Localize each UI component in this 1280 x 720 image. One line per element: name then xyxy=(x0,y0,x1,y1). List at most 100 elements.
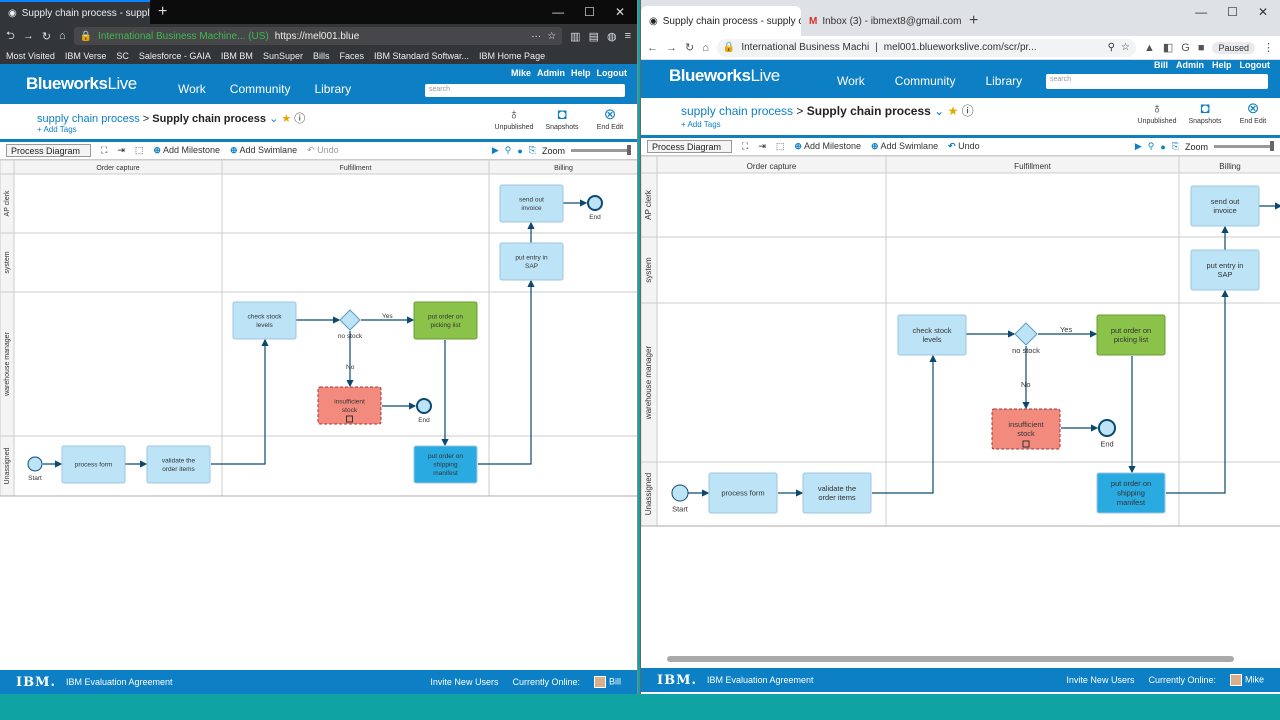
view-select[interactable]: Process Diagram xyxy=(6,144,91,157)
breadcrumb-parent[interactable]: supply chain process xyxy=(681,104,794,118)
select-tool-icon[interactable]: ⬚ xyxy=(134,145,144,155)
close-window-icon[interactable]: ✕ xyxy=(614,5,625,19)
unpublished-button[interactable]: ♁Unpublished xyxy=(494,106,534,131)
search-input[interactable]: search xyxy=(425,84,625,97)
snapshots-button[interactable]: ◘Snapshots xyxy=(1188,100,1222,125)
nav-library[interactable]: Library xyxy=(314,82,352,96)
library-icon[interactable]: ▥ xyxy=(570,30,581,43)
minimize-icon[interactable]: — xyxy=(552,5,565,19)
fit-icon[interactable]: ⛶ xyxy=(742,141,749,151)
end-edit-button[interactable]: ⊗End Edit xyxy=(596,106,624,131)
help-link[interactable]: Help xyxy=(1211,60,1232,70)
arrow-tool-icon[interactable]: ⇥ xyxy=(758,141,766,151)
fit-icon[interactable]: ⛶ xyxy=(101,145,108,155)
agreement-link[interactable]: IBM Evaluation Agreement xyxy=(707,675,814,685)
invite-link[interactable]: Invite New Users xyxy=(1066,675,1135,685)
play-icon[interactable]: ▶ xyxy=(491,145,499,155)
reload-icon[interactable]: ↻ xyxy=(41,30,52,43)
menu-icon[interactable]: ≡ xyxy=(624,30,631,42)
maximize-icon[interactable]: ☐ xyxy=(584,5,595,19)
help-link[interactable]: Help xyxy=(570,68,591,78)
bookmark-item[interactable]: Salesforce - GAIA xyxy=(138,51,211,61)
agreement-link[interactable]: IBM Evaluation Agreement xyxy=(66,677,173,687)
zoom-slider[interactable] xyxy=(1214,141,1274,151)
admin-link[interactable]: Admin xyxy=(536,68,565,78)
add-milestone-button[interactable]: ⊕ Add Milestone xyxy=(794,141,861,151)
menu-icon[interactable]: ⋮ xyxy=(1263,42,1274,54)
zoom-slider[interactable] xyxy=(571,145,631,155)
search-input[interactable]: search xyxy=(1046,74,1268,89)
bookmark-item[interactable]: IBM Standard Softwar... xyxy=(374,51,470,61)
horizontal-scrollbar[interactable] xyxy=(655,654,1274,664)
forward-icon[interactable]: → xyxy=(22,30,34,42)
add-tags-link[interactable]: + Add Tags xyxy=(37,125,77,134)
play-icon[interactable]: ▶ xyxy=(1134,141,1142,151)
unpublished-button[interactable]: ♁Unpublished xyxy=(1137,100,1177,125)
extension-icon[interactable]: ◧ xyxy=(1162,42,1174,54)
home-icon[interactable]: ⌂ xyxy=(59,30,66,42)
blueworks-logo[interactable]: BlueworksLive xyxy=(669,66,780,85)
end-edit-button[interactable]: ⊗End Edit xyxy=(1239,100,1267,125)
nav-library[interactable]: Library xyxy=(985,74,1023,88)
minimize-icon[interactable]: — xyxy=(1195,5,1208,19)
forward-icon[interactable]: → xyxy=(666,41,677,54)
arrow-tool-icon[interactable]: ⇥ xyxy=(117,145,125,155)
nav-work[interactable]: Work xyxy=(178,82,206,96)
drop-icon[interactable]: ● xyxy=(1160,141,1166,152)
invite-link[interactable]: Invite New Users xyxy=(430,677,499,687)
extension-icon[interactable]: ■ xyxy=(1197,41,1205,54)
favorite-star-icon[interactable]: ★ xyxy=(947,104,959,118)
magnifier-icon[interactable]: ⚲ xyxy=(504,145,512,155)
browser-tab-active[interactable]: ◉ Supply chain process - supply ch ✕ xyxy=(641,6,801,36)
account-icon[interactable]: ◍ xyxy=(606,30,617,43)
logout-link[interactable]: Logout xyxy=(596,68,628,78)
snapshots-button[interactable]: ◘Snapshots xyxy=(545,106,579,131)
bookmark-item[interactable]: Faces xyxy=(339,51,364,61)
user-name[interactable]: Mike xyxy=(510,68,531,78)
address-bar[interactable]: 🔒 International Business Machine... (US)… xyxy=(73,27,563,45)
online-user[interactable]: Mike xyxy=(1229,674,1264,686)
add-swimlane-button[interactable]: ⊕ Add Swimlane xyxy=(870,141,939,151)
online-user[interactable]: Bill xyxy=(593,676,621,688)
bookmark-item[interactable]: Most Visited xyxy=(6,51,55,61)
back-icon[interactable]: ⮌ xyxy=(6,29,15,42)
extension-icon[interactable]: ▲ xyxy=(1143,41,1155,54)
info-icon[interactable]: ⓘ xyxy=(961,104,974,118)
view-select[interactable]: Process Diagram xyxy=(647,140,732,153)
bookmark-star-icon[interactable]: ☆ xyxy=(547,30,557,42)
sidebar-icon[interactable]: ▤ xyxy=(588,30,599,43)
add-milestone-button[interactable]: ⊕ Add Milestone xyxy=(153,145,220,155)
chevron-down-icon[interactable]: ⌄ xyxy=(269,113,279,125)
bookmark-item[interactable]: IBM Verse xyxy=(64,51,107,61)
undo-button[interactable]: ↶ Undo xyxy=(948,141,980,151)
add-tags-link[interactable]: + Add Tags xyxy=(681,120,721,129)
reload-icon[interactable]: ↻ xyxy=(685,42,695,54)
back-icon[interactable]: ← xyxy=(647,41,658,54)
bookmark-item[interactable]: IBM Home Page xyxy=(479,51,546,61)
bookmark-item[interactable]: Bills xyxy=(312,51,330,61)
user-name[interactable]: Bill xyxy=(1153,60,1168,70)
drop-icon[interactable]: ● xyxy=(517,145,523,156)
bookmark-item[interactable]: IBM BM xyxy=(220,51,253,61)
admin-link[interactable]: Admin xyxy=(1175,60,1204,70)
nav-community[interactable]: Community xyxy=(229,82,291,96)
info-icon[interactable]: ⓘ xyxy=(294,113,306,125)
bookmark-star-icon[interactable]: ☆ xyxy=(1120,42,1130,53)
address-bar[interactable]: 🔒 International Business Machi | mel001.… xyxy=(716,38,1136,57)
paused-badge[interactable]: Paused xyxy=(1212,41,1255,54)
close-window-icon[interactable]: ✕ xyxy=(1257,5,1268,19)
browser-tab-active[interactable]: ◉ Supply chain process - supply c ✕ xyxy=(0,0,150,24)
bookmark-item[interactable]: SC xyxy=(116,51,129,61)
add-swimlane-button[interactable]: ⊕ Add Swimlane xyxy=(229,145,298,155)
extension-icon[interactable]: G xyxy=(1181,41,1190,54)
nav-work[interactable]: Work xyxy=(837,74,865,88)
home-icon[interactable]: ⌂ xyxy=(702,41,709,54)
export-icon[interactable]: ⎘ xyxy=(1171,141,1179,151)
chevron-down-icon[interactable]: ⌄ xyxy=(934,104,945,118)
blueworks-logo[interactable]: BlueworksLive xyxy=(26,74,137,93)
nav-community[interactable]: Community xyxy=(894,74,956,88)
new-tab-button[interactable]: + xyxy=(158,3,168,20)
